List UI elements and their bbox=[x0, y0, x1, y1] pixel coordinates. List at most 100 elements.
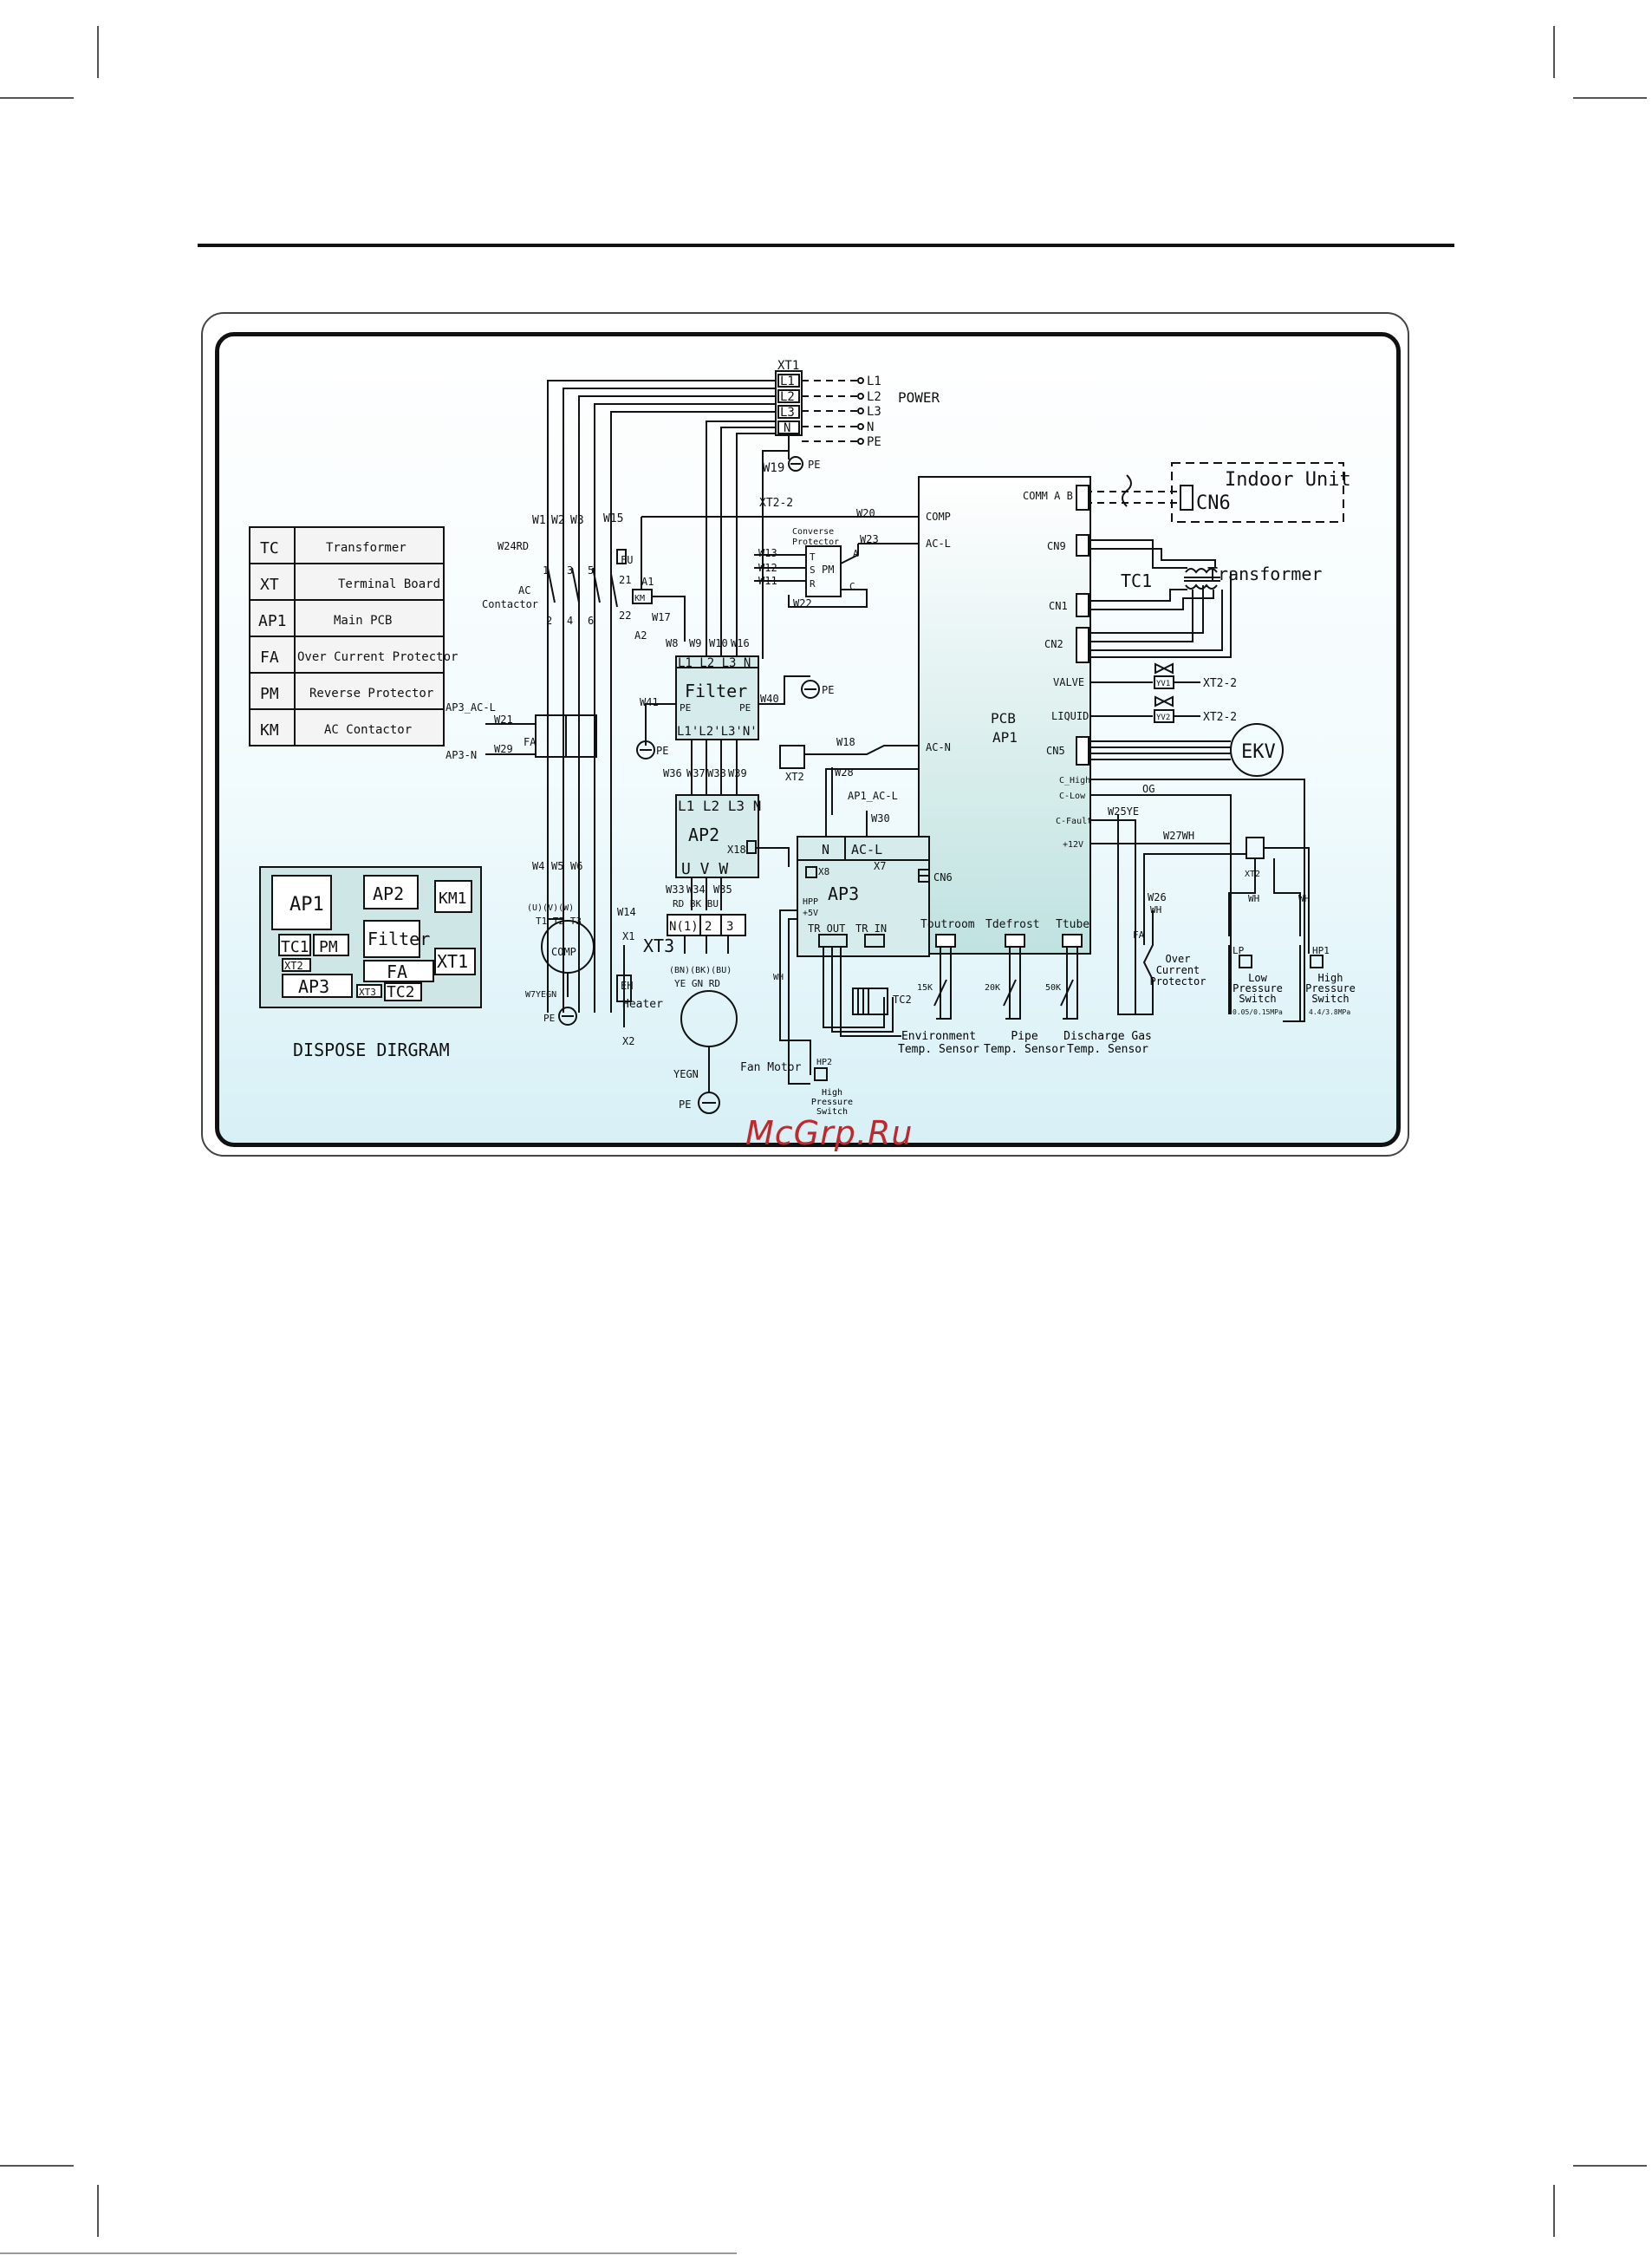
hp1-value: 4.4/3.8MPa bbox=[1309, 1008, 1350, 1016]
xt3-cell-3: 3 bbox=[726, 920, 733, 934]
w11-label: W11 bbox=[758, 575, 777, 587]
pcb-cn6: CN6 bbox=[933, 871, 953, 883]
ap3-n: N bbox=[822, 842, 829, 857]
ap3-acl-label: AP3_AC-L bbox=[446, 701, 496, 714]
power-out-l2: L2 bbox=[867, 390, 881, 404]
legend-code-5: KM bbox=[260, 721, 279, 740]
discharge-sensor-label: Discharge Gas Temp. Sensor bbox=[1063, 1030, 1152, 1056]
x7-label: X7 bbox=[874, 860, 886, 872]
w18-label: W18 bbox=[836, 736, 855, 748]
contact-1: 1 bbox=[543, 564, 549, 577]
pm-c: C bbox=[849, 581, 855, 592]
pm-r: R bbox=[810, 578, 816, 590]
power-label: POWER bbox=[898, 389, 940, 406]
w33-label: W33 bbox=[666, 883, 685, 896]
legend-code-0: TC bbox=[260, 539, 279, 557]
pcb-title: PCB bbox=[991, 710, 1016, 727]
power-out-n: N bbox=[867, 420, 874, 434]
w26-label: W26 bbox=[1148, 891, 1167, 903]
w15-label: W15 bbox=[603, 512, 623, 525]
w24rd-label: W24RD bbox=[498, 540, 529, 552]
converse-label: Converse bbox=[792, 527, 834, 537]
xt3-label: XT3 bbox=[643, 935, 674, 956]
hpp-label: HPP bbox=[803, 897, 818, 907]
pcb-sub: AP1 bbox=[992, 729, 1018, 746]
ap2-box bbox=[675, 794, 759, 878]
w30-label: W30 bbox=[871, 812, 890, 825]
dispose-ap3: AP3 bbox=[298, 976, 329, 997]
pe-power-label: PE bbox=[808, 459, 820, 471]
crop-mark-bl-h bbox=[0, 2165, 74, 2167]
ap2-uvw: U V W bbox=[681, 860, 728, 878]
crop-mark-br-h bbox=[1573, 2165, 1647, 2167]
indoor-cn6-label: CN6 bbox=[1196, 492, 1231, 514]
comp-label: COMP bbox=[551, 946, 576, 958]
fa-oc-label: FA bbox=[1133, 929, 1145, 941]
dispose-xt2: XT2 bbox=[284, 960, 303, 972]
w4-label: W4 bbox=[532, 860, 544, 872]
header-rule bbox=[198, 244, 1454, 247]
w10-label: W10 bbox=[709, 637, 728, 649]
yegn-label: YEGN bbox=[673, 1068, 699, 1080]
fan-motor-label: Fan Motor bbox=[740, 1061, 802, 1074]
comm-ab-label: COMM A B bbox=[1023, 490, 1073, 502]
filter-bottom: L1'L2'L3'N' bbox=[677, 725, 758, 739]
w35-label: W35 bbox=[713, 883, 732, 896]
w13-label: W13 bbox=[758, 547, 777, 559]
pcb-cn9: CN9 bbox=[1047, 540, 1066, 552]
trin-label: TR_IN bbox=[855, 922, 887, 935]
contactor-label: Contactor bbox=[482, 598, 538, 610]
valve-xt2-2b: XT2-2 bbox=[1203, 711, 1237, 724]
km-label: KM bbox=[634, 594, 645, 603]
wh-label-2: WH bbox=[1248, 893, 1259, 904]
w39-label: W39 bbox=[728, 767, 747, 779]
tc1-label: TC1 bbox=[1121, 570, 1152, 591]
og-label: OG bbox=[1142, 783, 1154, 795]
fan-pe-label: PE bbox=[679, 1098, 691, 1111]
pcb-chigh: C_High bbox=[1059, 776, 1090, 786]
w23-label: W23 bbox=[860, 533, 879, 545]
filter-pe-left: PE bbox=[680, 702, 691, 714]
comp-t123: T1 T2 T3 bbox=[536, 916, 582, 927]
crop-mark-tr-h bbox=[1573, 97, 1647, 99]
ground-pe-filter bbox=[801, 680, 820, 699]
w22-label: W22 bbox=[793, 597, 812, 610]
converse-protector bbox=[805, 545, 842, 597]
legend-name-5: AC Contactor bbox=[324, 723, 412, 737]
ekv-label: EKV bbox=[1241, 741, 1276, 763]
pcb-valve: VALVE bbox=[1053, 676, 1084, 688]
fan-motor bbox=[680, 990, 738, 1047]
legend-name-1: Terminal Board bbox=[338, 577, 440, 591]
x2-label: X2 bbox=[622, 1035, 634, 1047]
dispose-ap1: AP1 bbox=[289, 894, 324, 916]
wh-label-4: WH bbox=[773, 973, 784, 982]
xt1-l2: L2 bbox=[780, 390, 795, 404]
ground-pe-power bbox=[788, 456, 803, 472]
env-sensor-label: Environment Temp. Sensor bbox=[898, 1030, 979, 1056]
rdbkbu-label: RD BK BU bbox=[673, 898, 719, 909]
legend-code-4: PM bbox=[260, 685, 279, 703]
w38-label: W38 bbox=[707, 767, 726, 779]
pcb-toutroom: Toutroom bbox=[920, 918, 975, 931]
xt1-l3: L3 bbox=[780, 406, 795, 420]
filter-top: L1 L2 L3 N bbox=[678, 656, 751, 670]
comp-pe-label: PE bbox=[543, 1013, 555, 1024]
lp-label: LP bbox=[1232, 945, 1245, 956]
p5v-label: +5V bbox=[803, 909, 818, 918]
xt3-cell-2: 2 bbox=[705, 920, 712, 934]
pcb-12v: +12V bbox=[1063, 840, 1083, 850]
w5-label: W5 bbox=[551, 860, 563, 872]
transformer-tc1 bbox=[1184, 568, 1220, 590]
xt2-small-label: XT2 bbox=[1245, 870, 1260, 879]
w3-label: W3 bbox=[570, 514, 584, 527]
ground-pe-comp bbox=[558, 1007, 577, 1026]
comp-uvw: (U)(V)(W) bbox=[527, 903, 574, 913]
dispose-xt1: XT1 bbox=[437, 951, 468, 972]
dispose-km1: KM1 bbox=[439, 890, 467, 908]
pm-label: PM bbox=[822, 564, 834, 576]
dispose-fa: FA bbox=[387, 962, 407, 982]
crop-mark-bl-v bbox=[97, 2185, 99, 2237]
pcb-cn1: CN1 bbox=[1049, 600, 1068, 612]
w37-label: W37 bbox=[686, 767, 706, 779]
pm-a: A bbox=[853, 548, 859, 559]
